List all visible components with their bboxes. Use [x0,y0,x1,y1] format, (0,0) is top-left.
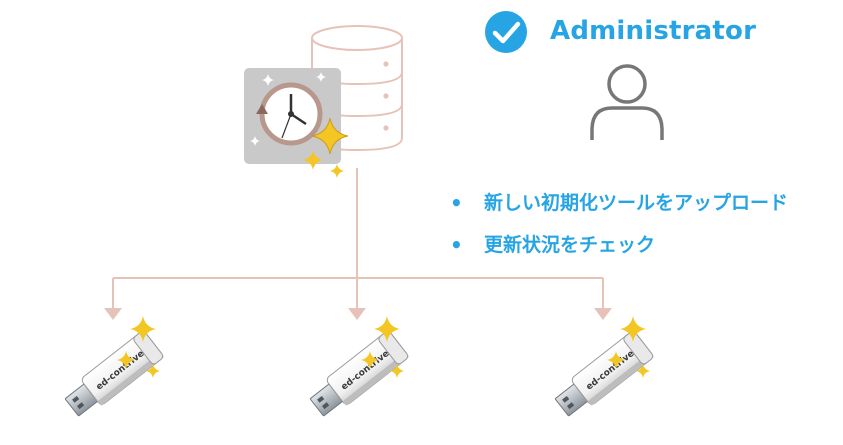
usb-drive-right [550,316,655,422]
usb-drive-center [305,316,410,422]
step-text: 新しい初期化ツールをアップロード [484,192,789,214]
usb-drive-left [60,316,165,422]
user-outline-icon [590,64,664,140]
arrow-center [348,308,366,320]
bullet-dot-icon: • [450,191,463,215]
arrow-right [594,308,612,320]
restore-clock-sparkle-icon [244,68,348,178]
connector-arrowheads [104,308,612,320]
step-item: • 更新状況をチェック [450,232,788,274]
check-circle-icon [485,11,527,53]
step-list: • 新しい初期化ツールをアップロード • 更新状況をチェック [450,190,788,274]
bullet-dot-icon: • [450,233,463,257]
step-text: 更新状況をチェック [484,234,656,256]
administrator-label: Administrator [550,16,757,46]
arrow-left [104,308,122,320]
step-item: • 新しい初期化ツールをアップロード [450,190,788,232]
connector-lines [112,168,604,309]
